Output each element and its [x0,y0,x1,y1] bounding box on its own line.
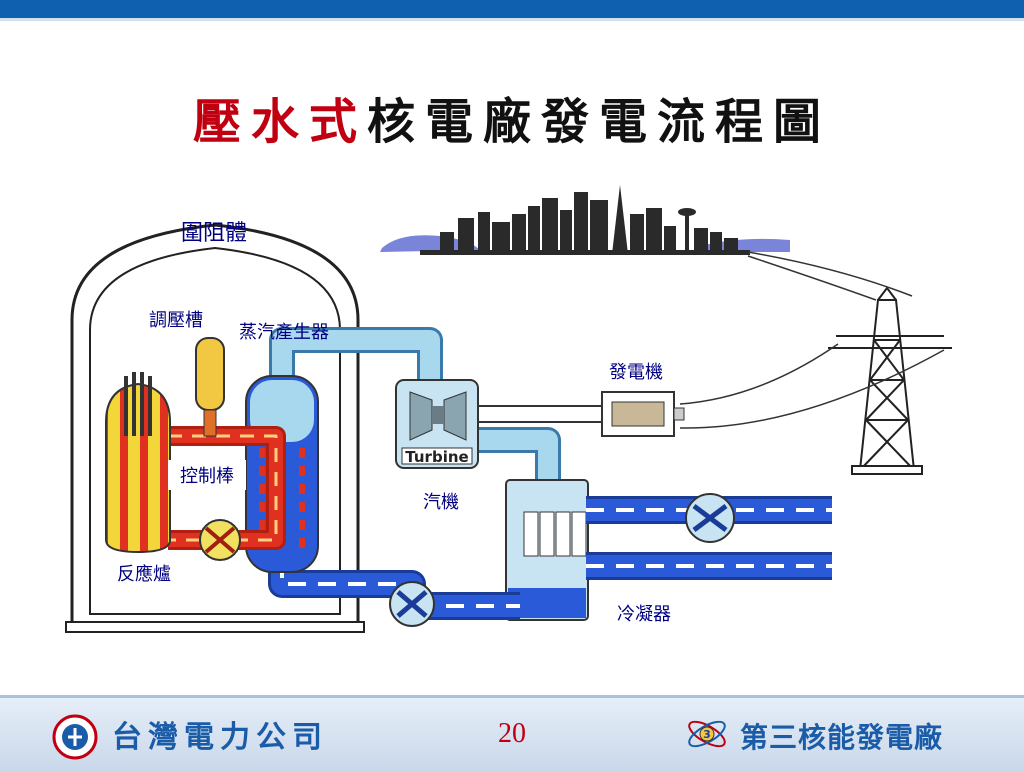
containment-label: 圍阻體 [181,221,247,246]
steam-pipes [269,327,561,492]
condenser-label: 冷凝器 [617,604,671,625]
control-rods-label: 控制棒 [180,466,234,487]
control-rods-label-bg [168,460,246,490]
footer-bar: 台灣電力公司 20 3 第三核能發電廠 [0,695,1024,771]
slide-title: 壓水式核電廠發電流程圖 [0,82,1024,152]
turbine-generator-shaft [469,391,685,437]
reactor-label: 反應爐 [117,563,171,585]
power-lines [679,251,945,429]
turbine-unit [395,379,479,469]
title-rest: 核電廠發電流程圖 [367,94,832,150]
title-highlight: 壓水式 [192,94,367,150]
pwr-flow-diagram: 圍阻體 調壓槽 蒸汽產生器 發電機 控制棒 汽機 反應爐 冷凝器 Turbine [65,185,952,633]
plant-badge: 3 [703,728,711,741]
turbine-name-plate: Turbine [405,448,468,466]
turbine-label: 汽機 [423,492,459,513]
plant-name: 第三核能發電廠 [740,721,944,754]
generator-label: 發電機 [609,362,663,383]
pressurizer-vessel [195,337,225,437]
cooling-pump [685,493,735,543]
primary-pump [199,519,241,561]
top-bar-line [0,18,1024,21]
transmission-tower [828,286,952,475]
steam-generator-label: 蒸汽產生器 [239,322,329,343]
atom-icon: 3 [688,720,726,748]
city-skyline [380,185,790,255]
condenser-unit [505,479,589,621]
reactor-vessel [105,372,171,554]
top-bar [0,0,1024,18]
feedwater-pump [389,581,435,627]
taipower-logo-icon [52,714,98,760]
pressurizer-label: 調壓槽 [149,310,203,331]
company-name: 台灣電力公司 [112,720,328,755]
page-number: 20 [498,718,526,749]
